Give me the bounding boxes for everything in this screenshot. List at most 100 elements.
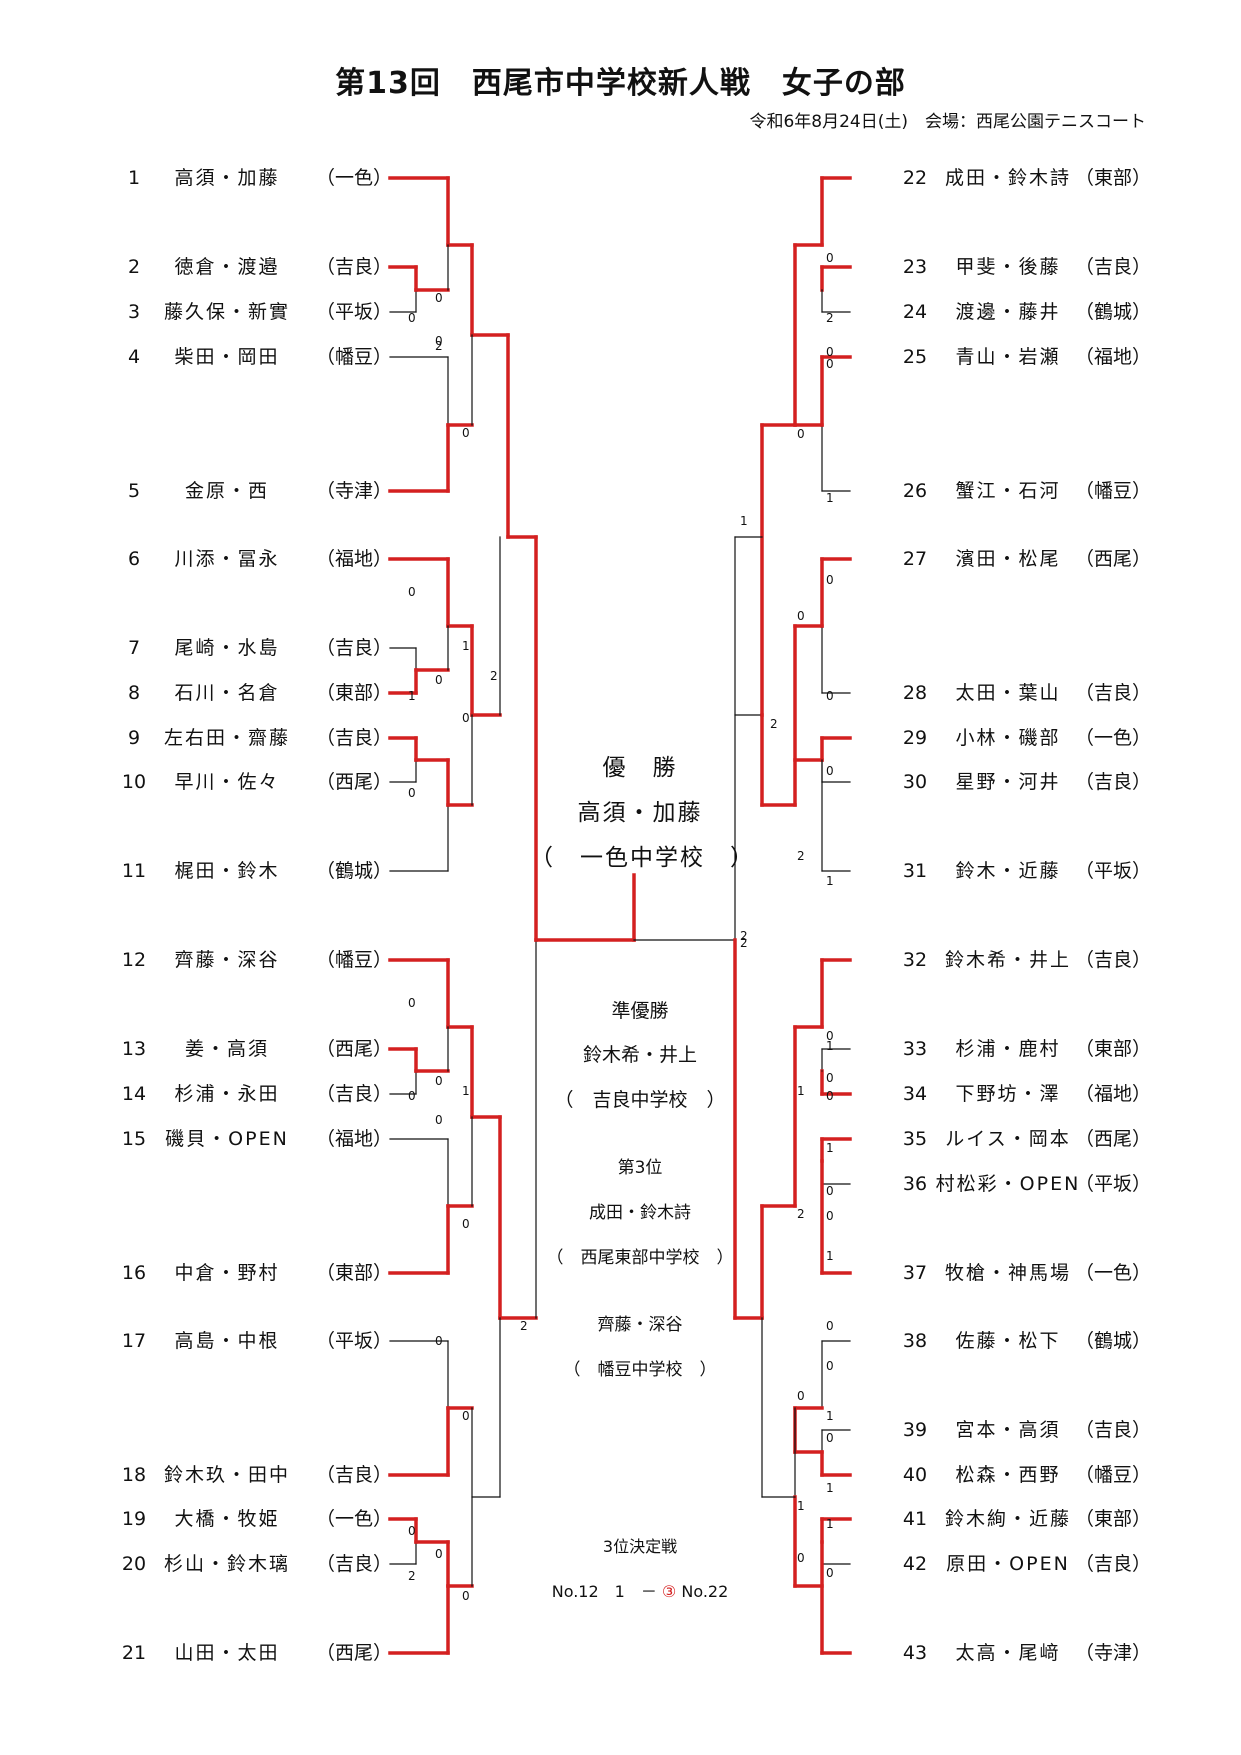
match-score: 0 bbox=[435, 291, 443, 305]
match-score: 0 bbox=[797, 1389, 805, 1403]
entry-num: 21 bbox=[121, 1642, 147, 1664]
match-score: 0 bbox=[826, 1071, 834, 1085]
entry-school: （西尾） bbox=[1075, 1128, 1152, 1150]
match-score: 0 bbox=[797, 1551, 805, 1565]
match-score: 0 bbox=[408, 1089, 416, 1103]
entry-num: 22 bbox=[902, 167, 928, 189]
entry-name: 渡邊・藤井 bbox=[955, 301, 1061, 323]
match-score: 0 bbox=[435, 1113, 443, 1127]
entry-num: 19 bbox=[121, 1508, 147, 1530]
entry-name: 鈴木希・井上 bbox=[944, 949, 1071, 971]
entry-school: （福地） bbox=[316, 548, 393, 570]
entry-school: （一色） bbox=[1075, 1262, 1152, 1284]
entry-num: 40 bbox=[902, 1464, 928, 1486]
entry-name: 姜・高須 bbox=[184, 1038, 269, 1060]
entry-school: （吉良） bbox=[316, 256, 393, 278]
entry-school: （吉良） bbox=[1075, 949, 1152, 971]
match-score: 0 bbox=[826, 1566, 834, 1580]
entry-name: 鈴木・近藤 bbox=[955, 860, 1061, 882]
entry-num: 18 bbox=[121, 1464, 147, 1486]
entry-name: 早川・佐々 bbox=[174, 771, 280, 793]
entry-name: 杉浦・永田 bbox=[174, 1083, 280, 1105]
entry-name: ルイス・岡本 bbox=[945, 1128, 1071, 1150]
entry-num: 27 bbox=[902, 548, 928, 570]
entry-school: （吉良） bbox=[1075, 1419, 1152, 1441]
entry-school: （一色） bbox=[1075, 727, 1152, 749]
entry-num: 8 bbox=[127, 682, 141, 704]
entry-num: 9 bbox=[127, 727, 141, 749]
match-score: 2 bbox=[826, 311, 834, 325]
entry-school: （鶴城） bbox=[1075, 301, 1152, 323]
entry-name: 成田・鈴木詩 bbox=[944, 167, 1071, 189]
entry-name: 佐藤・松下 bbox=[955, 1330, 1061, 1352]
entry-name: 甲斐・後藤 bbox=[955, 256, 1061, 278]
match-score: 1 bbox=[826, 1409, 834, 1423]
third-place-2-school: （ 幡豆中学校 ） bbox=[563, 1360, 717, 1380]
match-score: 0 bbox=[826, 1431, 834, 1445]
entry-num: 16 bbox=[121, 1262, 147, 1284]
match-score: 0 bbox=[462, 1409, 470, 1423]
third-place-1-school: （ 西尾東部中学校 ） bbox=[546, 1248, 734, 1268]
match-score: 2 bbox=[435, 339, 443, 353]
entry-num: 14 bbox=[121, 1083, 147, 1105]
entry-name: 原田・OPEN bbox=[946, 1553, 1070, 1575]
entry-num: 25 bbox=[902, 346, 928, 368]
winner-label: 優 勝 bbox=[602, 755, 678, 781]
match-score: 0 bbox=[826, 357, 834, 371]
playoff-circled-score: ③ bbox=[661, 1582, 677, 1601]
entry-name: 松森・西野 bbox=[955, 1464, 1061, 1486]
match-score: 0 bbox=[435, 673, 443, 687]
match-score: 1 bbox=[826, 874, 834, 888]
match-score: 0 bbox=[826, 251, 834, 265]
entry-school: （鶴城） bbox=[1075, 1330, 1152, 1352]
entry-num: 23 bbox=[902, 256, 928, 278]
runnerup-label: 準優勝 bbox=[611, 1000, 669, 1022]
entry-num: 20 bbox=[121, 1553, 147, 1575]
entry-name: 太高・尾﨑 bbox=[955, 1642, 1061, 1664]
entry-num: 42 bbox=[902, 1553, 928, 1575]
entry-school: （一色） bbox=[316, 167, 393, 189]
entry-school: （西尾） bbox=[316, 1642, 393, 1664]
entry-name: 石川・名倉 bbox=[174, 682, 280, 704]
match-score: 0 bbox=[826, 1319, 834, 1333]
entry-name: 藤久保・新實 bbox=[163, 301, 290, 323]
match-score: 0 bbox=[408, 1524, 416, 1538]
match-score: 1 bbox=[740, 514, 748, 528]
entry-name: 星野・河井 bbox=[955, 771, 1061, 793]
entry-school: （西尾） bbox=[316, 1038, 393, 1060]
runnerup-school: （ 吉良中学校 ） bbox=[554, 1089, 726, 1111]
match-score: 1 bbox=[826, 1517, 834, 1531]
entry-school: （東部） bbox=[316, 1262, 393, 1284]
entry-num: 15 bbox=[121, 1128, 147, 1150]
entry-school: （西尾） bbox=[1075, 548, 1152, 570]
entry-school: （東部） bbox=[1075, 1038, 1152, 1060]
entry-name: 蟹江・石河 bbox=[955, 480, 1061, 502]
match-score: 1 bbox=[462, 1084, 470, 1098]
entry-school: （平坂） bbox=[1075, 1173, 1152, 1195]
entry-school: （東部） bbox=[1075, 1508, 1152, 1530]
entry-num: 10 bbox=[121, 771, 147, 793]
entry-school: （幡豆） bbox=[1075, 1464, 1152, 1486]
entry-name: 川添・冨永 bbox=[174, 548, 280, 570]
match-score: 0 bbox=[435, 334, 443, 348]
entry-name: 尾崎・水島 bbox=[174, 637, 280, 659]
match-score: 2 bbox=[520, 1319, 528, 1333]
entry-name: 大橋・牧姫 bbox=[174, 1508, 280, 1530]
entry-name: 小林・磯部 bbox=[955, 727, 1061, 749]
entry-name: 徳倉・渡邉 bbox=[174, 256, 280, 278]
entry-school: （吉良） bbox=[316, 1083, 393, 1105]
entry-school: （幡豆） bbox=[1075, 480, 1152, 502]
entry-num: 4 bbox=[127, 346, 141, 368]
match-score: 0 bbox=[462, 1589, 470, 1603]
match-score: 0 bbox=[826, 1209, 834, 1223]
entry-num: 1 bbox=[127, 167, 141, 189]
third-place-label: 第3位 bbox=[617, 1158, 663, 1178]
entry-school: （鶴城） bbox=[316, 860, 393, 882]
match-score: 0 bbox=[435, 1547, 443, 1561]
entry-num: 11 bbox=[121, 860, 147, 882]
entry-num: 7 bbox=[127, 637, 141, 659]
entry-school: （平坂） bbox=[316, 1330, 393, 1352]
entry-school: （吉良） bbox=[316, 637, 393, 659]
entry-num: 28 bbox=[902, 682, 928, 704]
match-score: 2 bbox=[490, 669, 498, 683]
